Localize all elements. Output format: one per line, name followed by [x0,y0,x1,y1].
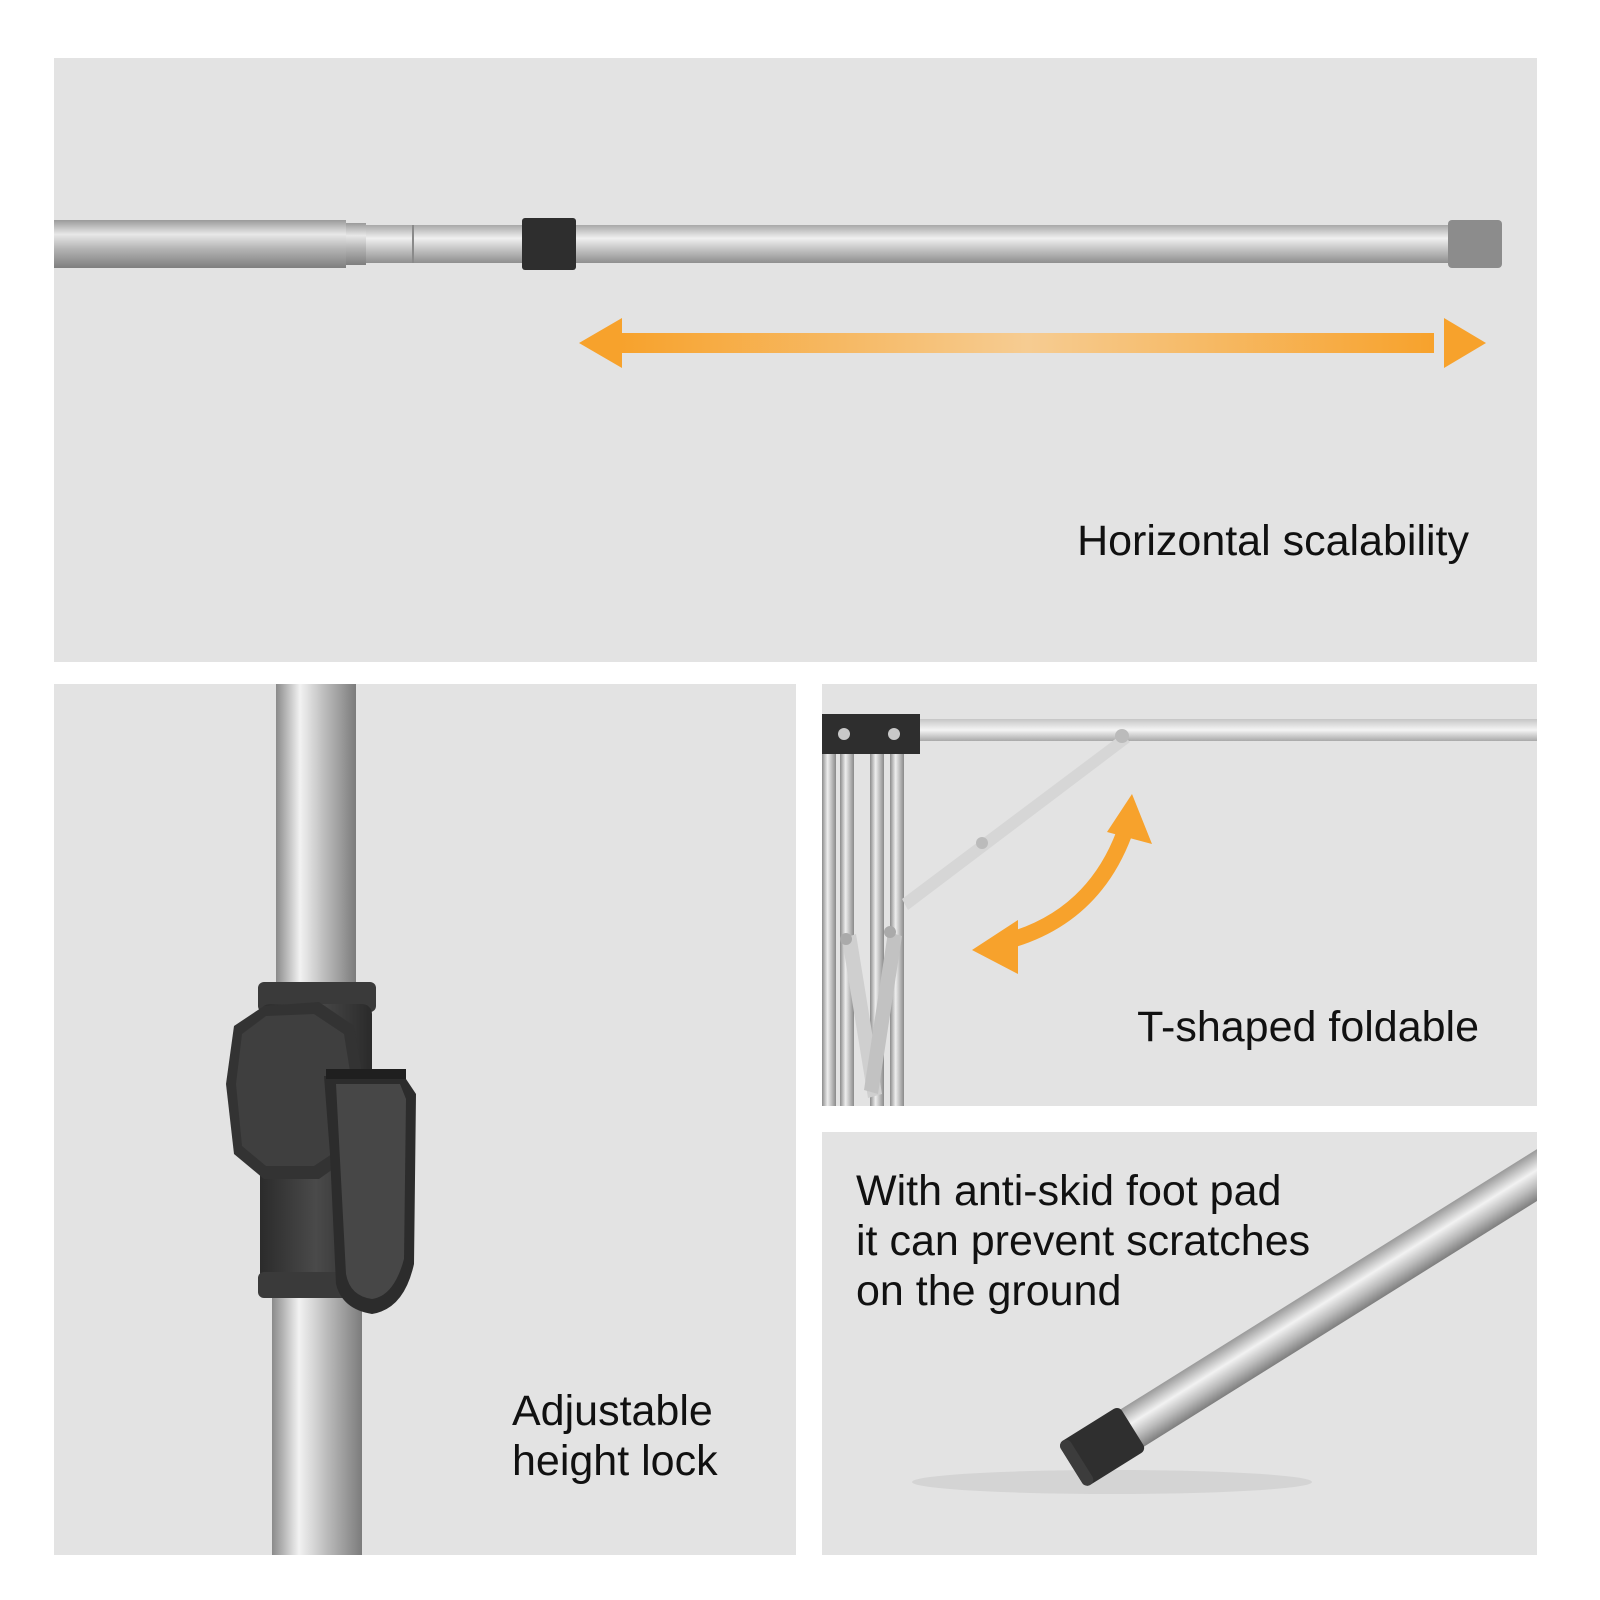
height-lock-illustration [226,684,416,1555]
caption-horizontal-scalability: Horizontal scalability [1077,517,1469,565]
caption-line: on the ground [856,1267,1122,1315]
caption-line: it can prevent scratches [856,1217,1311,1265]
foldable-joint-illustration [822,714,1537,1106]
foot-pad-illustration [912,1145,1537,1494]
caption-t-shaped-foldable: T-shaped foldable [1137,1003,1479,1051]
caption-adjustable-height-lock: Adjustable height lock [512,1386,718,1486]
caption-line: height lock [512,1437,718,1485]
panel-horizontal-scalability: Horizontal scalability [54,58,1537,662]
caption-anti-skid-foot-pad: With anti-skid foot pad it can prevent s… [856,1166,1310,1316]
double-arrow-horizontal-icon [579,318,1486,368]
panel-anti-skid-foot-pad: With anti-skid foot pad it can prevent s… [822,1132,1537,1555]
panel-t-shaped-foldable: T-shaped foldable [822,684,1537,1106]
panel-adjustable-height-lock: Adjustable height lock [54,684,796,1555]
telescopic-rod-illustration [54,218,1502,368]
telescopic-rod [54,218,1502,270]
caption-line: With anti-skid foot pad [856,1167,1282,1215]
height-lock-clamp [226,982,416,1314]
curved-double-arrow-icon [972,794,1152,974]
caption-line: Adjustable [512,1387,713,1435]
